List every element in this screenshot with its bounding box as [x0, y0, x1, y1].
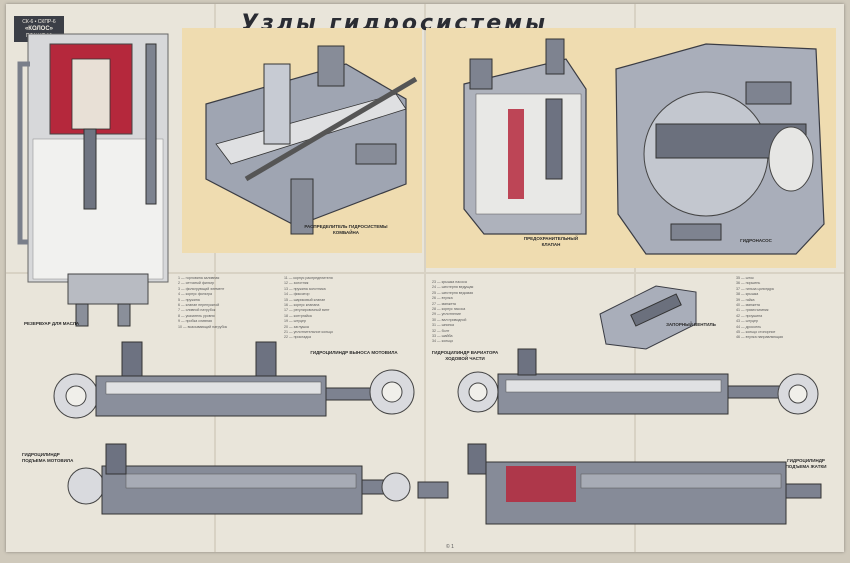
- fold-line: [214, 4, 216, 552]
- legend-item: 20 — заглушка: [284, 324, 309, 329]
- fold-line: [634, 4, 636, 552]
- legend-item: 11 — корпус распределителя: [284, 276, 333, 280]
- legend-item: 14 — фиксатор: [284, 292, 310, 297]
- caption-cyl-auger: Гидроцилиндр выноса мотовила: [310, 350, 398, 355]
- legend-item: 23 — крышка насоса: [432, 280, 467, 284]
- caption-shutoff-valve: Запорный вентиль: [666, 322, 716, 327]
- legend-item: 28 — корпус насоса: [432, 307, 466, 312]
- cylinder-reel: [67, 443, 411, 515]
- legend-item: 6 — клапан перепускной: [178, 303, 220, 308]
- oil-tank: [17, 33, 169, 327]
- legend-item: 45 — кольцо стопорное: [736, 330, 776, 335]
- caption-pump: Гидронасос: [740, 238, 772, 243]
- legend-item: 8 — указатель уровня: [178, 313, 215, 318]
- caption-cyl-header: Гидроцилиндр подъема жатки: [785, 458, 827, 469]
- caption-tank: Резервуар для масла: [24, 321, 80, 326]
- safety-valve: [463, 38, 587, 235]
- legend-item: 40 — манжета: [736, 303, 760, 308]
- legend-item: 46 — втулка направляющая: [736, 335, 783, 340]
- legend-item: 16 — корпус клапана: [284, 303, 320, 308]
- legend-item: 33 — шайба: [432, 334, 453, 339]
- legend-item: 13 — пружина золотника: [284, 286, 326, 291]
- cylinder-header: [417, 443, 822, 525]
- legend-item: 31 — шпонка: [432, 323, 455, 328]
- legend-item: 7 — сливной патрубок: [178, 308, 216, 313]
- hydraulic-pump: [615, 43, 825, 255]
- legend-item: 9 — пробка сливная: [178, 319, 212, 324]
- legend-item: 17 — регулировочный винт: [284, 308, 330, 313]
- badge-line: СК-6 • СКПР-6: [22, 19, 56, 25]
- fold-line: [6, 272, 844, 274]
- legend-item: 25 — шестерня ведомая: [432, 290, 474, 295]
- badge-line: «КОЛОС»: [24, 26, 54, 32]
- legend-item: 29 — уплотнение: [432, 312, 462, 317]
- legend-item: 18 — контргайка: [284, 313, 312, 318]
- legend-item: 32 — болт: [432, 328, 450, 333]
- caption-cyl-variator: Гидроцилиндр вариатора ходовой части: [431, 350, 499, 361]
- legend-item: 27 — манжета: [432, 301, 456, 306]
- legend-item: 39 — гайка: [736, 297, 755, 302]
- oil-tank-drawing: [17, 33, 825, 525]
- legend-item: 26 — втулка: [432, 296, 453, 301]
- legend-right: 23 — крышка насоса 24 — шестерня ведущая…: [432, 280, 473, 345]
- legend-item: 37 — гильза цилиндра: [736, 286, 774, 291]
- legend-item: 1 — горловина заливная: [178, 276, 220, 280]
- poster: СК-6 • СКПР-6 «КОЛОС» ПЛАКАТ 16 Узлы гид…: [6, 4, 844, 552]
- legend-item: 15 — шариковый клапан: [284, 297, 326, 302]
- legend-item: 44 — дроссель: [736, 324, 762, 329]
- legend-item: 35 — шток: [736, 276, 754, 280]
- legend-item: 4 — корпус фильтра: [178, 292, 212, 297]
- legend-far-right: 35 — шток 36 — поршень 37 — гильза цилин…: [736, 276, 783, 341]
- legend-item: 5 — пружина: [178, 297, 200, 302]
- caption-distributor: Распределитель гидросистемы комбайна: [304, 224, 388, 235]
- legend-item: 42 — проушина: [736, 313, 763, 318]
- legend-item: 22 — прокладка: [284, 335, 311, 340]
- legend-item: 21 — уплотнительное кольцо: [284, 330, 333, 335]
- cylinder-auger: [53, 341, 415, 419]
- cylinder-variator: [457, 348, 819, 415]
- legend-left: 1 — горловина заливная 2 — сетчатый филь…: [178, 276, 227, 330]
- shutoff-valve: [599, 285, 697, 350]
- legend-item: 12 — золотник: [284, 281, 309, 286]
- legend-item: 10 — всасывающий патрубок: [178, 324, 228, 329]
- legend-item: 24 — шестерня ведущая: [432, 285, 474, 290]
- caption-safety-valve: Предохранительный клапан: [523, 236, 579, 247]
- fold-line: [424, 4, 426, 552]
- legend-item: 30 — вал приводной: [432, 317, 467, 322]
- legend-item: 38 — крышка: [736, 292, 759, 297]
- legend-item: 19 — штуцер: [284, 319, 306, 324]
- footer-mark: © 1: [446, 544, 454, 550]
- legend-item: 2 — сетчатый фильтр: [178, 281, 215, 286]
- legend-item: 34 — кольцо: [432, 339, 454, 344]
- legend-middle: 11 — корпус распределителя 12 — золотник…: [284, 276, 333, 341]
- legend-item: 43 — штуцер: [736, 319, 758, 324]
- distributor: [205, 45, 418, 235]
- caption-cyl-reel: Гидроцилиндр подъема мотовила: [22, 452, 74, 463]
- legend-item: 3 — фильтрующий элемент: [178, 286, 225, 291]
- legend-item: 41 — грязесъемник: [736, 308, 769, 313]
- legend-item: 36 — поршень: [736, 281, 761, 286]
